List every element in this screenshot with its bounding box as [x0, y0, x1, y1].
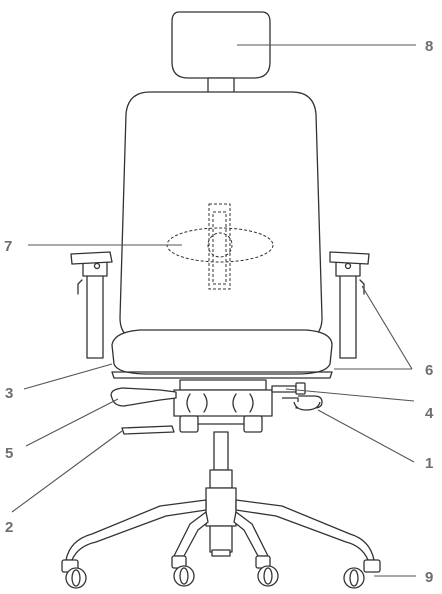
castor-front-left [171, 555, 195, 587]
castor-front-right [255, 555, 279, 587]
castor-centre [211, 549, 231, 557]
height-lever [121, 425, 175, 435]
callout-6: 6 [425, 362, 433, 379]
right-armrest [329, 251, 370, 359]
callout-5: 5 [5, 445, 13, 462]
callout-7: 7 [4, 238, 12, 255]
left-armrest [70, 251, 113, 359]
leader-5 [25, 398, 119, 447]
castor-left [61, 559, 87, 589]
seat-pan [111, 371, 333, 379]
headrest [171, 11, 271, 79]
backrest [119, 91, 323, 343]
callout-4: 4 [425, 405, 434, 422]
callout-8: 8 [425, 38, 433, 55]
castors [61, 549, 381, 589]
callout-labels: 8 7 6 3 4 5 1 2 9 [4, 38, 434, 586]
callout-1: 1 [425, 455, 433, 472]
chair-illustration [61, 11, 381, 589]
leader-2 [11, 430, 123, 513]
leader-1 [317, 409, 415, 463]
right-adjustment-controls [271, 382, 323, 411]
tilt-lever [110, 387, 177, 407]
callout-2: 2 [5, 519, 13, 536]
seat-cushion [111, 329, 333, 375]
leader-3 [23, 363, 113, 390]
callout-3: 3 [5, 385, 13, 402]
leader-4 [285, 388, 415, 402]
leader-lines [11, 44, 416, 577]
castor-right [343, 559, 381, 589]
gas-lift [205, 431, 237, 527]
leader-6a [361, 285, 413, 370]
seat-mechanism [173, 379, 273, 433]
callout-9: 9 [425, 569, 433, 586]
